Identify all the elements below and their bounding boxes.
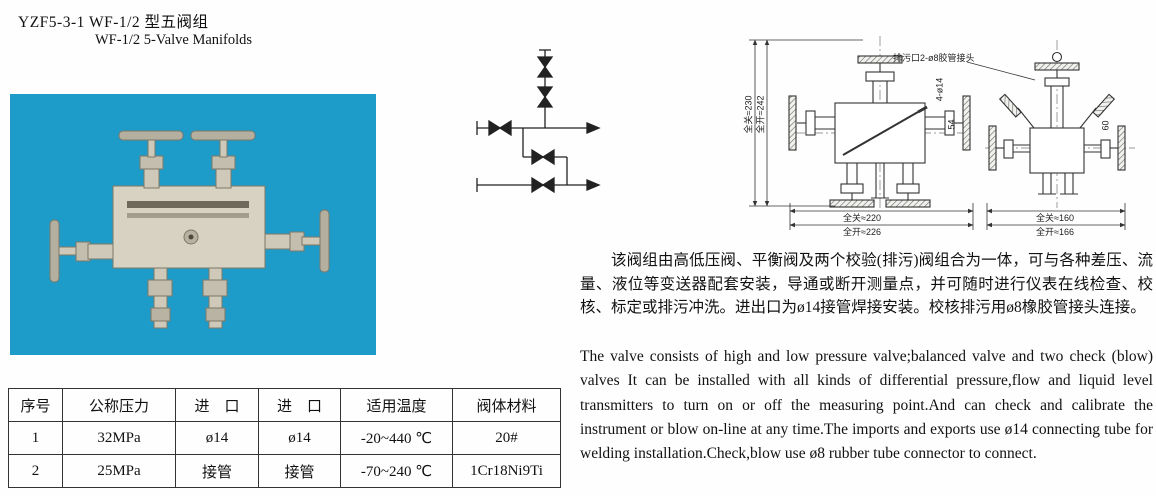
cell-temperature: -70~240 ℃ [340,454,453,488]
cell-index: 1 [8,421,63,455]
table-row: 2 25MPa 接管 接管 -70~240 ℃ 1Cr18Ni9Ti [8,454,561,488]
dim-front-width-open: 全开≈226 [843,227,881,237]
engineering-drawing [749,36,1135,230]
blowdown-note-label: 排污口2-ø8胶管接头 [893,53,975,63]
page-subtitle: WF-1/2 5-Valve Manifolds [95,32,253,48]
dim-holes-label: 4-ø14 [934,77,945,102]
dim-front-width-closed: 全关≈220 [843,213,881,223]
dim-side-width-open: 全开≈166 [1036,227,1074,237]
col-header-index: 序号 [8,388,63,422]
flow-schematic [455,42,605,217]
cell-inlet2: 接管 [258,454,341,488]
table-header-row: 序号 公称压力 进 口 进 口 适用温度 阀体材料 [8,388,561,422]
dim-side-width-closed: 全关≈160 [1036,213,1074,223]
dim-front-height-closed: 全关≈230 [743,95,754,134]
dimension-drawings [735,28,1155,255]
dim-front-height-open: 全开≈242 [755,95,766,134]
dim-60-label: 60 [1100,120,1111,131]
cell-pressure: 25MPa [62,454,176,488]
cell-pressure: 32MPa [62,421,176,455]
col-header-inlet2: 进 口 [258,388,341,422]
table-row: 1 32MPa ø14 ø14 -20~440 ℃ 20# [8,421,561,455]
cell-material: 20# [452,421,561,455]
cell-temperature: -20~440 ℃ [340,421,453,455]
col-header-inlet: 进 口 [175,388,259,422]
description-english: The valve consists of high and low press… [580,348,1153,463]
cell-inlet2: ø14 [258,421,341,455]
description-chinese: 该阀组由高低压阀、平衡阀及两个校验(排污)阀组合为一体，可与各种差压、流量、液位… [580,252,1153,316]
manifold-photo-illustration [49,130,330,329]
cell-inlet: 接管 [175,454,259,488]
dim-54-label: 54 [946,119,957,130]
cell-inlet: ø14 [175,421,259,455]
product-photo [10,94,376,355]
spec-table: 序号 公称压力 进 口 进 口 适用温度 阀体材料 1 32MPa ø14 ø1… [8,388,561,488]
cell-material: 1Cr18Ni9Ti [452,454,561,488]
cell-index: 2 [8,454,63,488]
valve-schematic-icon [476,49,601,194]
col-header-pressure: 公称压力 [62,388,176,422]
col-header-body-material: 阀体材料 [452,388,561,422]
page-title: YZF5-3-1 WF-1/2 型五阀组 [18,14,209,31]
col-header-temperature: 适用温度 [340,388,453,422]
